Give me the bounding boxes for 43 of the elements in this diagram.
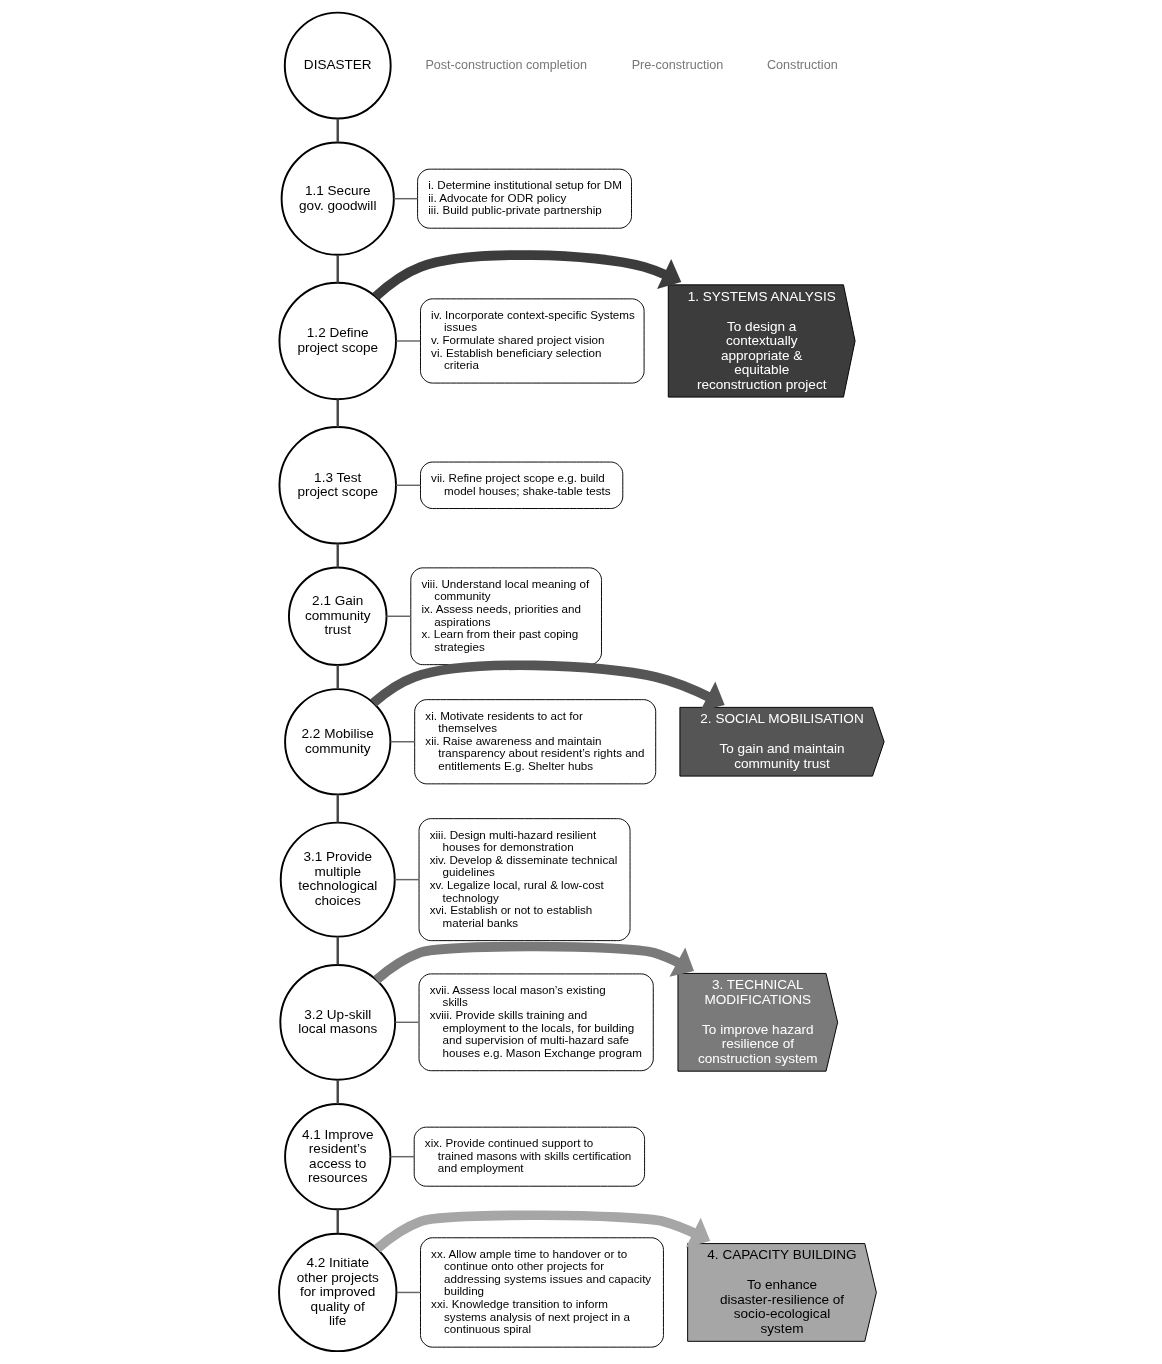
node-box: xi. Motivate residents to act for themselves xii. Raise awareness and maintain transparency about resident’s rights and entitlements E.g. Shelter hubs	[413, 699, 656, 785]
node-circle: 2.1 Gain community trust	[287, 566, 387, 666]
connector	[336, 794, 339, 823]
arrow	[373, 1210, 710, 1253]
connector	[336, 118, 339, 143]
connector	[392, 197, 418, 200]
connector	[393, 878, 420, 881]
connector	[389, 741, 415, 743]
label: Construction	[766, 57, 838, 72]
node-box: xx. Allow ample time to handover or to continue onto other projects for addressing systems issues and capacity building xxi. Knowledge transition to inform systems analysis of next project in a continuous spiral	[419, 1237, 664, 1348]
node-circle: 1.1 Secure gov. goodwill	[280, 141, 395, 256]
label: Pre-construction	[631, 57, 723, 72]
connector	[336, 399, 339, 428]
connector	[395, 1291, 421, 1294]
node-circle: DISASTER	[283, 11, 392, 120]
node-box: xiii. Design multi-hazard resilient houses for demonstration xiv. Develop & disseminate technical guidelines xv. Legalize local, rural & low-cost technology xvi. Establish or not to establish material banks	[418, 818, 631, 942]
connector	[336, 936, 339, 965]
node-circle: 4.1 Improve resident’s access to resources	[283, 1103, 391, 1211]
connector	[336, 665, 339, 690]
label: Post-construction completion	[424, 57, 587, 72]
arrow	[372, 941, 694, 984]
node-box: vii. Refine project scope e.g. build model houses; shake-table tests	[419, 461, 623, 509]
arrow	[371, 250, 681, 301]
node-circle: 2.2 Mobilise community	[283, 688, 391, 796]
node-box: xvii. Assess local mason’s existing skills xviii. Provide skills training and employment to the locals, for building and supervision of multi-hazard safe houses e.g. Mason Exchange program	[418, 973, 654, 1072]
node-circle: 1.2 Define project scope	[277, 281, 397, 401]
node-circle: 3.1 Provide multiple technological choices	[279, 821, 396, 938]
connector	[394, 484, 421, 486]
node-box: i. Determine institutional setup for DM ii. Advocate for ODR policy iii. Build public-private partnership	[416, 168, 632, 229]
node-box: iv. Incorporate context-specific Systems issues v. Formulate shared project vision vi. Establish beneficiary selection criteria	[419, 298, 645, 384]
connector	[336, 543, 339, 568]
connector	[389, 1155, 415, 1158]
connector	[336, 1209, 339, 1234]
connector	[336, 1079, 339, 1104]
node-circle: 1.3 Test project scope	[277, 426, 397, 545]
node-circle: 3.2 Up-skill local masons	[278, 963, 396, 1081]
connector	[394, 1021, 420, 1024]
node-box: xix. Provide continued support to trained masons with skills certification and employment	[413, 1126, 645, 1187]
connector	[385, 615, 411, 617]
connector	[336, 255, 339, 283]
node-box: viii. Understand local meaning of community ix. Assess needs, priorities and aspirations x. Learn from their past coping strategies	[409, 567, 602, 666]
connector	[395, 340, 421, 342]
node-circle: 4.2 Initiate other projects for improved quality of life	[277, 1232, 397, 1353]
